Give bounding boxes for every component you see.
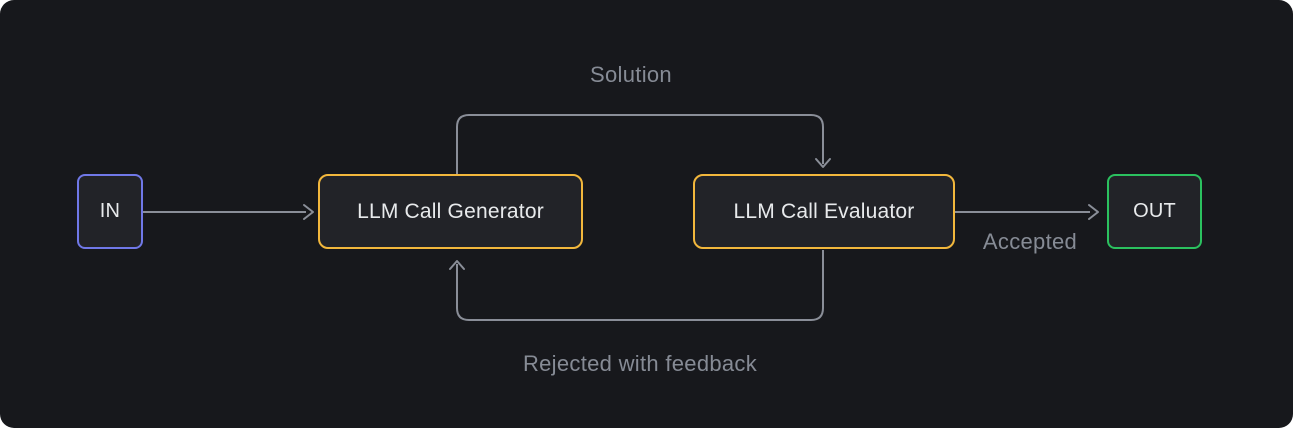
edge-label-accepted: Accepted <box>982 229 1078 254</box>
edge-in-to-generator <box>143 204 314 220</box>
arrowhead-up-icon <box>449 260 465 270</box>
arrowhead-right-icon <box>1088 204 1099 220</box>
edge-line <box>456 250 824 321</box>
edge-evaluator-to-out <box>955 204 1099 220</box>
node-generator-label: LLM Call Generator <box>357 199 544 223</box>
edge-generator-to-evaluator <box>456 114 831 174</box>
node-out-label: OUT <box>1133 200 1176 222</box>
node-llm-call-generator: LLM Call Generator <box>318 174 583 249</box>
edge-label-rejected-with-feedback: Rejected with feedback <box>522 351 758 376</box>
node-evaluator-label: LLM Call Evaluator <box>733 199 915 223</box>
node-out: OUT <box>1107 174 1202 249</box>
node-in-label: IN <box>99 200 121 222</box>
edge-label-solution: Solution <box>590 62 672 87</box>
edge-line <box>456 114 824 174</box>
edge-evaluator-to-generator <box>449 250 824 321</box>
node-llm-call-evaluator: LLM Call Evaluator <box>693 174 955 249</box>
node-in: IN <box>77 174 143 249</box>
arrowhead-right-icon <box>303 204 314 220</box>
arrowhead-down-icon <box>815 158 831 168</box>
